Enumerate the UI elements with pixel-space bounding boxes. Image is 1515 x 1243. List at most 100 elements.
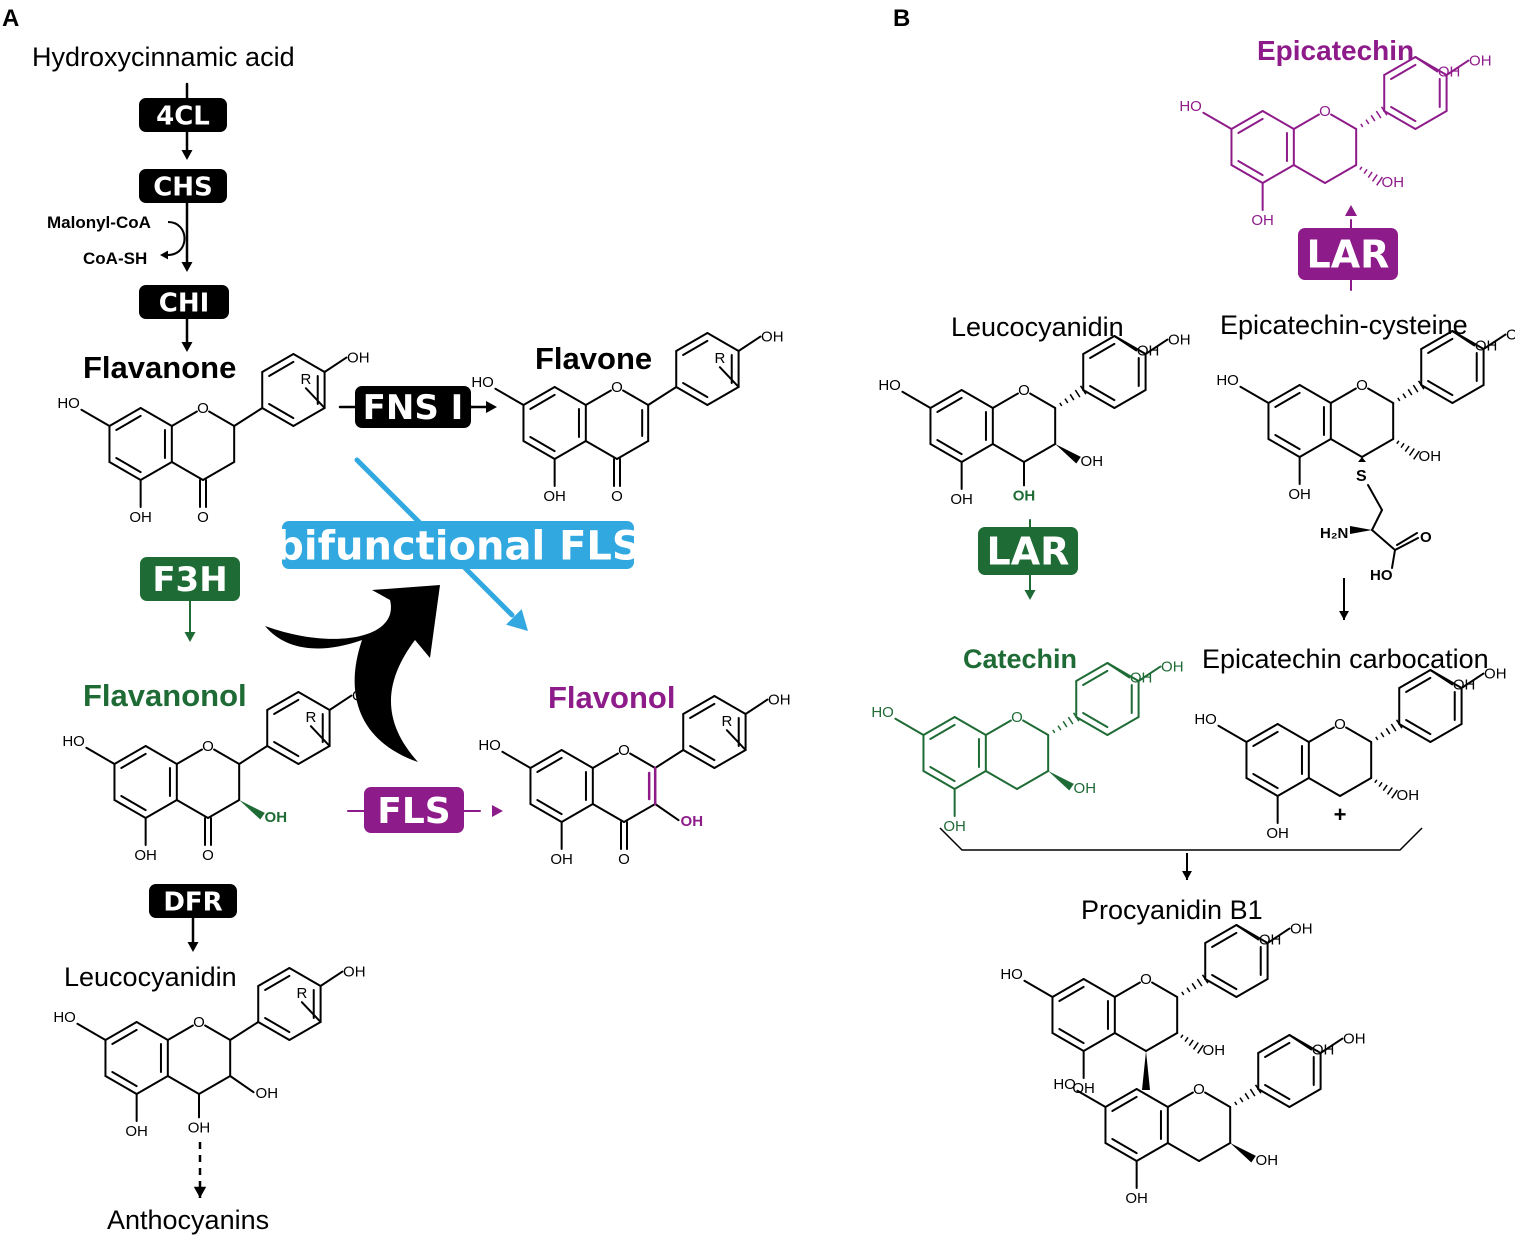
bond (529, 803, 563, 823)
bond (273, 741, 300, 758)
ring-oxygen-label: O (193, 1014, 205, 1031)
enzyme-dfr: DFR (149, 884, 237, 918)
bond (1261, 110, 1295, 130)
compound-epicatechin-cysteine: Epicatechin-cysteine (1220, 310, 1468, 340)
bond (1460, 672, 1485, 689)
bond (936, 439, 963, 456)
bond (901, 390, 932, 409)
combination-bracket (939, 827, 1423, 851)
cofactor-curved-arrow (167, 221, 186, 256)
bond (654, 803, 680, 822)
bond (1405, 719, 1432, 736)
bond (929, 766, 956, 783)
bond (1383, 110, 1417, 130)
bond (1361, 438, 1395, 458)
hash-stroke (1191, 982, 1197, 990)
bond (1022, 719, 1050, 736)
enzyme-bifunctional-fls: bifunctional FLS (275, 521, 641, 569)
hydroxyl-label: OH (1072, 1080, 1095, 1097)
bond (1237, 160, 1264, 177)
bond (1330, 113, 1358, 130)
hydroxyl-label: OH (543, 488, 566, 505)
bond (266, 745, 300, 765)
hydroxyl-label: OH (1125, 1190, 1148, 1207)
bond (623, 803, 657, 823)
hydroxyl-label: HO (878, 377, 901, 394)
bond (323, 356, 348, 373)
bond (1429, 723, 1463, 743)
hash-stroke (1184, 1036, 1189, 1043)
reaction-arrow-head (1182, 871, 1192, 880)
enzyme-4cl: 4CL (139, 98, 227, 132)
hash-stroke (1397, 397, 1401, 402)
bond (1298, 438, 1332, 458)
hash-stroke (1254, 1084, 1262, 1094)
arrow-head (492, 804, 503, 818)
bond (1211, 931, 1238, 948)
bond (266, 691, 300, 711)
hydroxyl-label: HO (1000, 966, 1023, 983)
bond (1445, 59, 1470, 76)
bond (297, 691, 331, 711)
bond (108, 461, 142, 481)
bond (166, 1075, 200, 1095)
enzyme-fls: FLS (364, 787, 464, 833)
compound-procyanidin-b1: Procyanidin B1 (1081, 895, 1263, 925)
enzyme-lar-green-box (978, 527, 1078, 575)
hash-stroke (1375, 736, 1379, 741)
bond (85, 746, 116, 765)
r-group-label: R (721, 713, 732, 730)
bond (1264, 1084, 1291, 1101)
hash-stroke (1386, 787, 1393, 795)
hash-bond (1397, 380, 1425, 402)
arrow-head (486, 400, 497, 414)
wedge-bond (1142, 1051, 1150, 1090)
hydroxyl-label: OH (1251, 212, 1274, 229)
bond (120, 795, 147, 812)
bond (111, 1071, 138, 1088)
hydroxyl-label: HO (1216, 372, 1239, 389)
compound-epicatechin-carbocation: Epicatechin carbocation (1202, 644, 1489, 674)
bond (80, 408, 111, 427)
hash-stroke (1375, 110, 1382, 119)
hydroxyl-label: OH (1484, 666, 1507, 683)
bond (1292, 113, 1320, 130)
bond (706, 386, 740, 406)
bond (1230, 164, 1264, 184)
enzyme-lar-top-label: LAR (1307, 233, 1390, 277)
bond (682, 749, 716, 769)
hydroxyl-label: OH (134, 847, 157, 864)
ring-oxygen-label: O (611, 379, 623, 396)
bond (1106, 662, 1131, 679)
bond (584, 389, 612, 406)
hash-stroke (1400, 442, 1405, 449)
bond (744, 698, 769, 715)
enzyme-chs-label: CHS (153, 172, 213, 202)
hydroxyl-label: OH (1312, 1041, 1335, 1058)
bond (229, 1075, 255, 1094)
bond (1204, 924, 1238, 944)
bond (1113, 1032, 1147, 1052)
bond (1029, 392, 1057, 409)
hydroxyl-label: OH (1203, 1042, 1226, 1059)
enzyme-lar-top-box (1298, 228, 1398, 280)
bond (1145, 1032, 1179, 1052)
bond (1058, 1028, 1085, 1045)
bond (268, 403, 295, 420)
hash-stroke (1376, 176, 1384, 186)
hash-bond (1360, 106, 1388, 128)
hash-stroke (1079, 385, 1087, 395)
hash-stroke (1417, 380, 1425, 390)
bond (960, 389, 994, 409)
hydroxyl-label: OH (1259, 931, 1282, 948)
hash-stroke (1407, 388, 1413, 396)
bond (111, 1028, 138, 1045)
bond (1420, 384, 1454, 404)
bond (257, 967, 291, 987)
arrow-head (184, 632, 196, 642)
enzyme-fns-i: FNS I (355, 386, 471, 428)
hydroxyl-label: OH (1130, 669, 1153, 686)
